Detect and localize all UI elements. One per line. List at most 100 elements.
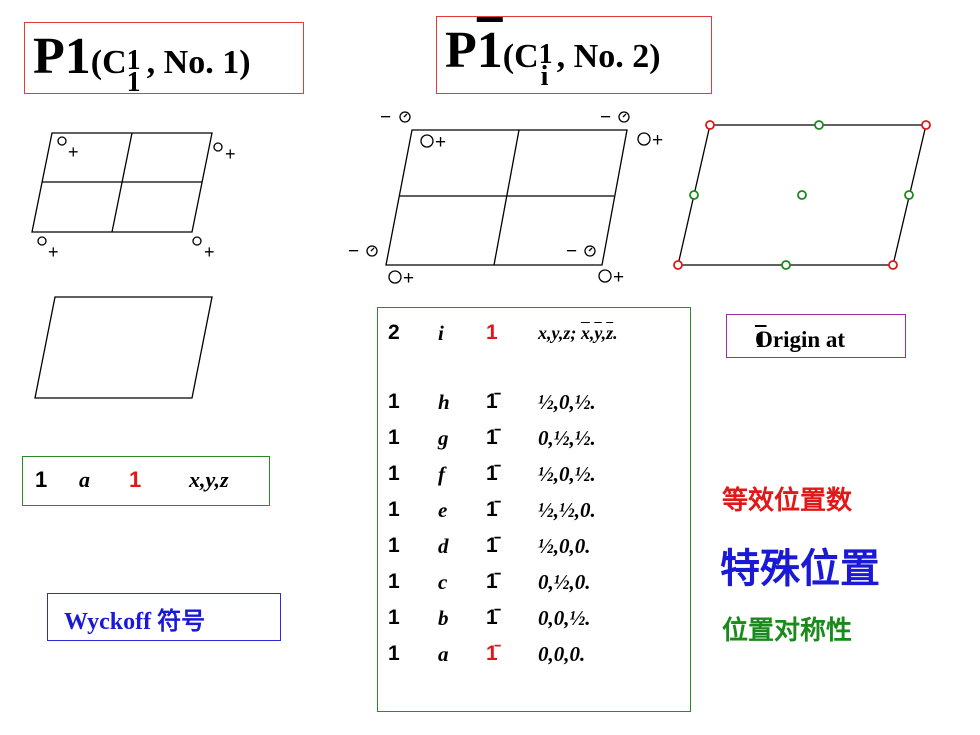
special-position-corner (705, 120, 715, 130)
p1bar-wyckoff-table: 2 i 1 x,y,z; x,y,z. 1 h 1̄ ½,0,½. 1 g 1̄… (377, 307, 691, 712)
row-coords: ½,½,0. (538, 498, 596, 522)
row-symmetry: 1̄ (486, 498, 498, 521)
title-p1bar-sup: 1 (538, 39, 553, 70)
row-multiplicity: 1 (388, 426, 400, 449)
row-multiplicity: 1 (388, 534, 400, 557)
p1-site-symmetry: 1 (129, 467, 142, 492)
row-coords-sep: , (589, 323, 595, 343)
row-coords: 0,0,½. (538, 606, 591, 630)
p1bar-minus-sign: − (566, 241, 577, 262)
row-multiplicity: 1 (388, 570, 400, 593)
p1bar-inverted-comma (403, 113, 408, 118)
row-symmetry: 1̄ (486, 534, 498, 557)
row-coords-sep: , (601, 323, 607, 343)
p1bar-minus-sign: − (380, 107, 391, 128)
title-p1-sub: 1 (126, 67, 141, 98)
p1-plus-sign: + (68, 142, 79, 162)
p1-plus-sign: + (48, 242, 59, 262)
row-letter: h (438, 390, 450, 414)
special-position-center (797, 190, 807, 200)
p1bar-atom-circle (420, 134, 434, 148)
row-coords: 0,0,0. (538, 642, 586, 666)
row-letter: a (438, 642, 449, 666)
row-coords-ybar: y (594, 323, 602, 343)
p1-wyckoff-letter: a (79, 467, 90, 492)
p1bar-atom-circle (637, 132, 651, 146)
title-p1bar-number: , No. 2) (556, 38, 661, 75)
p1bar-minus-sign: − (348, 241, 359, 262)
origin-label-text: Origin at (755, 327, 846, 352)
row-multiplicity: 1 (388, 606, 400, 629)
title-p1bar-paren: (C (502, 38, 539, 75)
row-symmetry: 1̄ (486, 390, 498, 413)
p1-atom-circle (57, 136, 67, 146)
row-letter: d (438, 534, 449, 558)
wyckoff-row-g: 1 g 1̄ 0,½,½. (378, 426, 690, 456)
p1bar-minus-sign: − (600, 107, 611, 128)
p1bar-plus-sign: + (435, 132, 446, 153)
p1bar-plus-sign: + (403, 268, 414, 289)
title-p1-symbol: P1 (33, 28, 91, 85)
p1-general-diagram (31, 132, 223, 246)
special-position-corner (921, 120, 931, 130)
row-letter: c (438, 570, 448, 594)
special-position-edge (814, 120, 824, 130)
row-coords: 0,½,½. (538, 426, 596, 450)
row-coords: 0,½,0. (538, 570, 591, 594)
title-p1-paren: (C (90, 44, 127, 81)
row-symmetry: 1̄ (486, 606, 498, 629)
p1-coords: x,y,z (189, 467, 229, 492)
row-symmetry: 1̄ (486, 426, 498, 449)
row-letter: f (438, 462, 445, 486)
row-letter: b (438, 606, 449, 630)
special-position-edge (689, 190, 699, 200)
row-letter: i (438, 321, 444, 345)
row-letter: g (438, 426, 449, 450)
origin-label-bar: 1 (755, 327, 767, 352)
p1bar-cell-outline (385, 129, 628, 266)
row-symmetry: 1 (486, 321, 498, 344)
title-p1-sup: 1 (126, 45, 141, 76)
p1bar-inverted-circle (366, 245, 378, 257)
p1-atom-circle (37, 236, 47, 246)
row-coords: ½,0,0. (538, 534, 591, 558)
title-p1-number: , No. 1) (146, 44, 251, 81)
p1bar-plus-sign: + (613, 267, 624, 288)
p1bar-cell-vline (493, 129, 520, 266)
row-symmetry: 1̄ (486, 462, 498, 485)
p1bar-plus-sign: + (652, 130, 663, 151)
p1-wyckoff-box: 1 a 1 x,y,z (22, 456, 270, 506)
wyckoff-symbol-box: Wyckoff 符号 (47, 593, 281, 641)
legend-multiplicity: 等效位置数 (722, 486, 853, 516)
wyckoff-row-h: 1 h 1̄ ½,0,½. (378, 390, 690, 420)
wyckoff-row-b: 1 b 1̄ 0,0,½. (378, 606, 690, 636)
title-p1bar-bar: 1 (476, 22, 503, 79)
p1bar-inverted-circle (584, 245, 596, 257)
row-coords-general: x,y,z; (538, 323, 577, 343)
p1-plus-sign: + (225, 144, 236, 164)
p1bar-special-diagram (673, 120, 931, 270)
row-multiplicity: 1 (388, 462, 400, 485)
p1-plus-sign: + (204, 242, 215, 262)
legend-special-position: 特殊位置 (720, 546, 880, 592)
wyckoff-row-f: 1 f 1̄ ½,0,½. (378, 462, 690, 492)
special-position-edge (904, 190, 914, 200)
row-coords-xbar: x (580, 323, 590, 343)
p1bar-inverted-comma (622, 113, 627, 118)
p1-special-cell (34, 296, 213, 399)
row-coords: ½,0,½. (538, 462, 596, 486)
row-multiplicity: 1 (388, 498, 400, 521)
wyckoff-row-d: 1 d 1̄ ½,0,0. (378, 534, 690, 564)
special-position-corner (673, 260, 683, 270)
row-letter: e (438, 498, 448, 522)
p1-atom-circle (213, 142, 223, 152)
title-p1bar-sub: i (540, 61, 549, 92)
row-symmetry: 1̄ (486, 570, 498, 593)
p1bar-general-diagram (366, 111, 651, 284)
